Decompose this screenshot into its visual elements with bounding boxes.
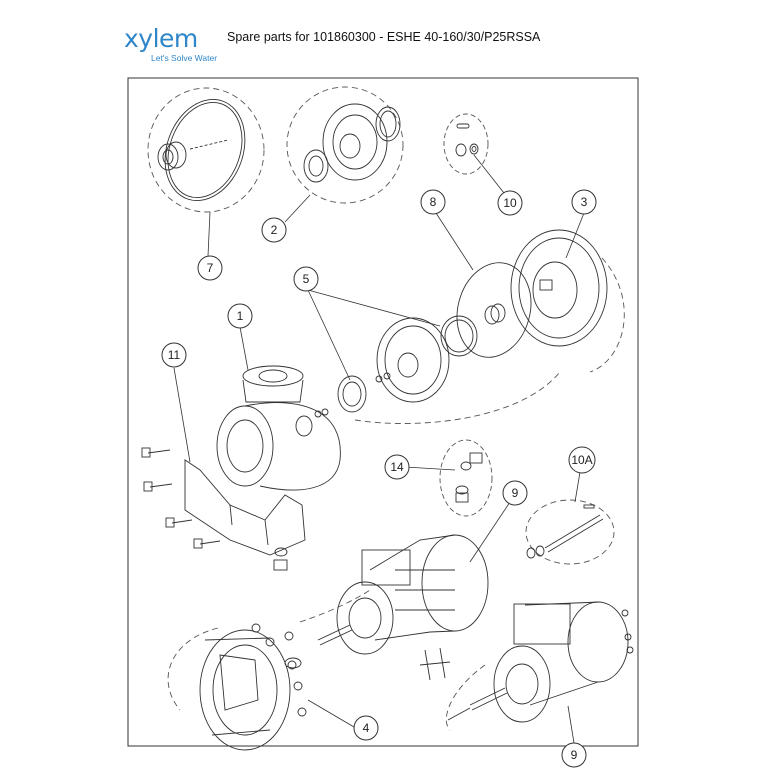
svg-text:3: 3 bbox=[581, 195, 588, 209]
bracket-screws bbox=[141, 447, 221, 549]
svg-text:5: 5 bbox=[303, 272, 310, 286]
svg-text:1: 1 bbox=[237, 309, 244, 323]
callout-10: 10 bbox=[497, 190, 523, 216]
callout-3: 3 bbox=[571, 189, 597, 215]
leader-lines bbox=[173, 154, 585, 744]
group-10-outline bbox=[443, 113, 489, 175]
logo-wordmark: xylem bbox=[124, 24, 198, 53]
svg-text:9: 9 bbox=[571, 748, 578, 762]
parts-artwork bbox=[141, 86, 634, 751]
drawing-frame bbox=[127, 77, 639, 747]
callout-9-upper: 9 bbox=[502, 480, 528, 506]
group-7-outline bbox=[147, 87, 265, 213]
svg-text:4: 4 bbox=[363, 721, 370, 735]
group-2-outline bbox=[286, 86, 404, 204]
key-nut-washer-10 bbox=[455, 123, 479, 157]
callout-2: 2 bbox=[261, 217, 287, 243]
seal-cover-2 bbox=[303, 103, 401, 183]
bearing-8 bbox=[484, 303, 506, 325]
o-ring-8 bbox=[456, 262, 532, 358]
callout-8: 8 bbox=[420, 189, 446, 215]
nut-washer-14 bbox=[455, 452, 483, 503]
group-14-outline bbox=[439, 439, 493, 517]
svg-text:10: 10 bbox=[503, 196, 517, 210]
callout-14: 14 bbox=[384, 454, 410, 480]
callout-10a: 10A bbox=[568, 446, 596, 474]
svg-text:2: 2 bbox=[271, 223, 278, 237]
svg-text:8: 8 bbox=[430, 195, 437, 209]
callout-5: 5 bbox=[293, 266, 319, 292]
logo-tagline: Let's Solve Water bbox=[151, 53, 218, 63]
pump-casing-1 bbox=[216, 365, 341, 491]
callout-1: 1 bbox=[227, 303, 253, 329]
callouts: 7 2 10 8 3 5 1 11 bbox=[161, 189, 597, 768]
svg-text:10A: 10A bbox=[571, 453, 592, 467]
seal-ring-5 bbox=[337, 375, 367, 413]
callout-7: 7 bbox=[197, 255, 223, 281]
xylem-logo: xylem Let's Solve Water bbox=[124, 24, 217, 64]
bracket-11 bbox=[184, 459, 306, 571]
backplate-3 bbox=[510, 229, 608, 347]
page-title: Spare parts for 101860300 - ESHE 40-160/… bbox=[227, 30, 541, 44]
impeller-plate bbox=[376, 317, 450, 403]
bearing-7 bbox=[157, 141, 187, 171]
svg-text:7: 7 bbox=[207, 261, 214, 275]
svg-text:11: 11 bbox=[168, 348, 181, 362]
o-ring-7 bbox=[164, 98, 246, 202]
motor-9-lower bbox=[447, 601, 634, 723]
callout-11: 11 bbox=[161, 342, 187, 368]
callout-4: 4 bbox=[353, 715, 379, 741]
callout-9-lower: 9 bbox=[561, 742, 587, 768]
adaptor-4 bbox=[199, 623, 307, 751]
wear-ring-5 bbox=[440, 315, 478, 357]
svg-text:9: 9 bbox=[512, 486, 519, 500]
svg-text:14: 14 bbox=[390, 460, 404, 474]
shaft-kit-10a bbox=[526, 504, 604, 559]
motor-9-upper bbox=[317, 534, 489, 681]
group-10a-outline bbox=[525, 499, 615, 565]
